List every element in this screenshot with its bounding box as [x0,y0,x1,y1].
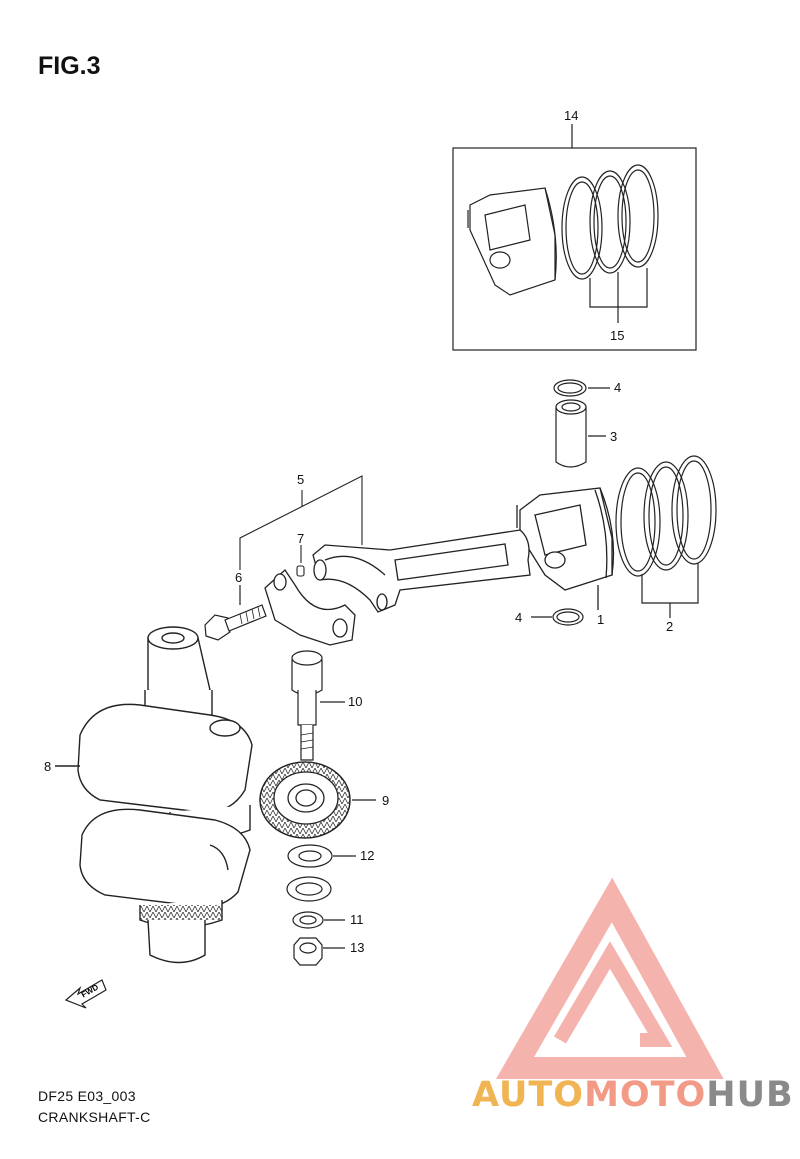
washer [286,876,332,902]
callout-4-top: 4 [614,380,621,395]
callout-6: 6 [235,570,242,585]
figure-title: FIG.3 [38,52,101,80]
watermark-hub: HUB [706,1075,794,1115]
nut-13 [293,937,345,966]
piston-pin [555,399,606,468]
callout-4-bottom: 4 [515,610,522,625]
callout-2: 2 [666,619,673,634]
watermark-logo-icon [495,877,724,1079]
callout-5: 5 [297,472,304,487]
dowel-pin [296,545,305,577]
callout-13: 13 [350,940,364,955]
connecting-rod [312,529,531,613]
callout-12: 12 [360,848,374,863]
section-name: CRANKSHAFT-C [38,1109,151,1125]
callout-7: 7 [297,531,304,546]
circlip-top [553,379,610,397]
gear-bolt [291,650,345,761]
rod-bracket [239,475,363,570]
watermark-moto: MOTO [584,1075,707,1115]
piston-rings [615,455,717,618]
piston-kit-inset [452,124,697,351]
crankshaft [55,626,253,964]
callout-9: 9 [382,793,389,808]
callout-15: 15 [610,328,624,343]
washer-12 [287,844,356,868]
callout-1: 1 [597,612,604,627]
spacer-11 [292,911,345,929]
connecting-rod-cap [264,569,356,646]
callout-11: 11 [350,912,364,927]
model-code: DF25 E03_003 [38,1088,136,1104]
crankshaft-gear [259,761,376,839]
rod-bolt [204,585,267,641]
callout-14: 14 [564,108,578,123]
callout-8: 8 [44,759,51,774]
fwd-arrow-icon: FWD [64,979,107,1009]
circlip-bottom [531,608,584,626]
watermark-text: AUTOMOTOHUB [472,1075,794,1115]
callout-10: 10 [348,694,362,709]
piston [516,487,615,610]
callout-3: 3 [610,429,617,444]
watermark-auto: AUTO [472,1075,585,1115]
